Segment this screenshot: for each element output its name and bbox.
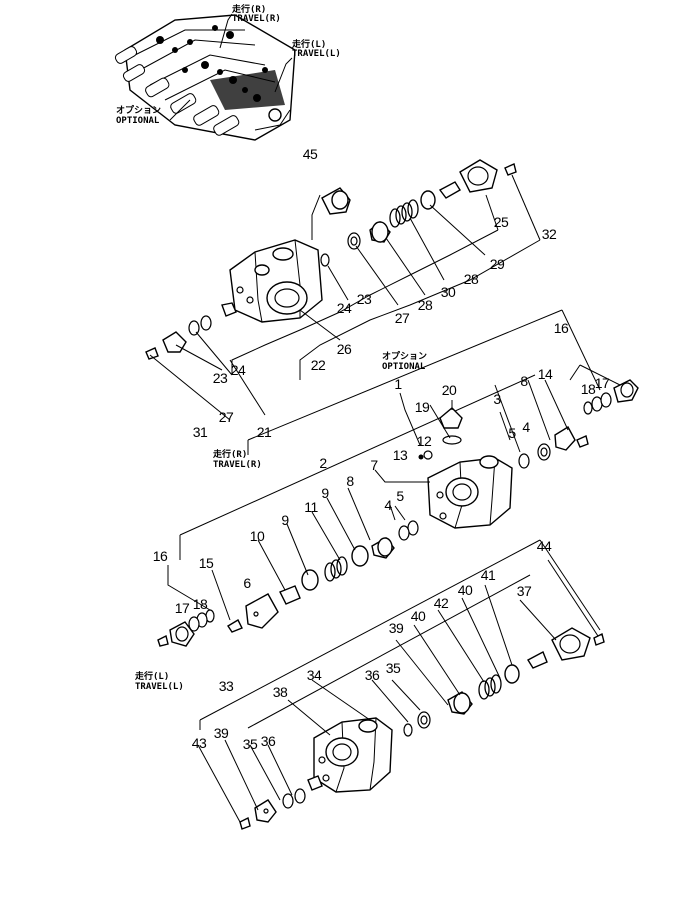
callout-2: 2: [319, 455, 327, 471]
callout-35b: 35: [242, 736, 258, 752]
callout-6: 6: [243, 575, 251, 591]
callout-17b: 17: [174, 600, 190, 616]
travel-l-label-jp: 走行(L): [135, 672, 170, 682]
callout-8a: 8: [520, 373, 528, 389]
callout-15: 15: [198, 555, 214, 571]
callout-28b: 28: [417, 297, 433, 313]
travel-r-label-en: TRAVEL(R): [213, 460, 262, 470]
inset-travel-r-jp: 走行(R): [232, 5, 267, 15]
callout-39b: 39: [213, 725, 229, 741]
callout-30: 30: [440, 284, 456, 300]
callout-18b: 18: [192, 596, 208, 612]
callout-33: 33: [218, 678, 234, 694]
callout-9b: 9: [281, 512, 289, 528]
callout-23a: 23: [356, 291, 372, 307]
callout-1: 1: [394, 376, 402, 392]
callout-16a: 16: [553, 320, 569, 336]
callout-18a: 18: [580, 381, 596, 397]
callout-28a: 28: [463, 271, 479, 287]
callout-4b: 4: [384, 497, 392, 513]
callout-4a: 4: [522, 419, 530, 435]
upper-valve-group: [145, 159, 541, 421]
callout-22: 22: [310, 357, 326, 373]
callout-37: 37: [516, 583, 532, 599]
callout-27a: 27: [394, 310, 410, 326]
callout-31: 31: [192, 424, 208, 440]
callout-44: 44: [536, 538, 552, 554]
travel-l-label-en: TRAVEL(L): [135, 682, 184, 692]
callout-17a: 17: [594, 375, 610, 391]
callout-29: 29: [489, 256, 505, 272]
optional-label-jp: オプション: [382, 352, 428, 362]
callout-23b: 23: [212, 370, 228, 386]
callout-40b: 40: [410, 608, 426, 624]
callout-12: 12: [416, 433, 432, 449]
callout-45: 45: [302, 146, 318, 162]
callout-38: 38: [272, 684, 288, 700]
callout-26: 26: [336, 341, 352, 357]
inset-optional-en: OPTIONAL: [116, 116, 160, 126]
callout-27b: 27: [218, 409, 234, 425]
callout-24b: 24: [230, 362, 246, 378]
callout-32: 32: [541, 226, 557, 242]
optional-label-en: OPTIONAL: [382, 362, 426, 372]
travel-r-label-jp: 走行(R): [213, 450, 248, 460]
callout-3: 3: [493, 391, 501, 407]
inset-optional-jp: オプション: [116, 106, 162, 116]
inset-travel-l-en: TRAVEL(L): [292, 49, 341, 59]
inset-travel-l-jp: 走行(L): [292, 40, 327, 50]
callout-19: 19: [414, 399, 430, 415]
callout-5b: 5: [396, 488, 404, 504]
callout-9a: 9: [321, 485, 329, 501]
callout-41: 41: [480, 567, 496, 583]
callout-21: 21: [256, 424, 272, 440]
callout-5a: 5: [508, 425, 516, 441]
callout-16b: 16: [152, 548, 168, 564]
callout-11: 11: [304, 499, 318, 515]
callout-13: 13: [392, 447, 408, 463]
control-valve-assembly-inset: [114, 13, 296, 141]
callout-42: 42: [433, 595, 449, 611]
callout-43: 43: [191, 735, 207, 751]
callout-20: 20: [441, 382, 457, 398]
callout-40a: 40: [457, 582, 473, 598]
callout-8b: 8: [346, 473, 354, 489]
callout-34: 34: [306, 667, 322, 683]
callout-10: 10: [249, 528, 265, 544]
callout-7: 7: [370, 457, 378, 473]
callout-36a: 36: [364, 667, 380, 683]
callout-36b: 36: [260, 733, 276, 749]
callout-39a: 39: [388, 620, 404, 636]
callout-24a: 24: [336, 300, 352, 316]
callout-25: 25: [493, 214, 509, 230]
middle-valve-group: [157, 309, 639, 647]
inset-travel-r-en: TRAVEL(R): [232, 14, 281, 24]
lower-valve-group: [197, 539, 605, 830]
callout-14: 14: [537, 366, 553, 382]
callout-35a: 35: [385, 660, 401, 676]
